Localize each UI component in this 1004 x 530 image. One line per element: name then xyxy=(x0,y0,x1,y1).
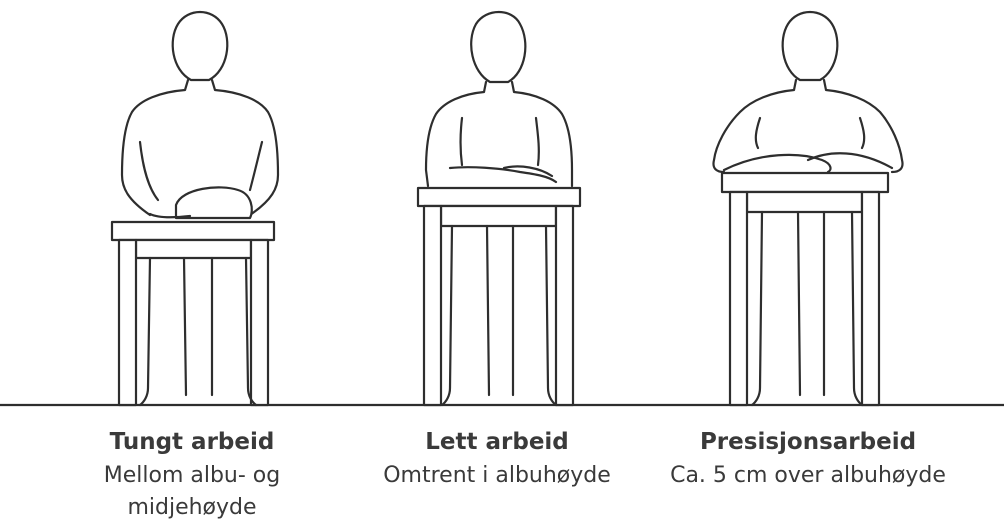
figure-light-work xyxy=(418,12,580,405)
caption-description: Ca. 5 cm over albuhøyde xyxy=(658,460,958,492)
figure-heavy-work xyxy=(112,12,278,405)
head xyxy=(471,12,525,82)
table-top-precision xyxy=(722,173,888,192)
caption-description: Omtrent i albuhøyde xyxy=(347,460,647,492)
caption-heavy-work: Tungt arbeid Mellom albu- og midjehøyde xyxy=(42,428,342,524)
figure-precision-work xyxy=(713,12,902,405)
caption-title: Lett arbeid xyxy=(347,428,647,456)
head xyxy=(783,12,838,80)
caption-light-work: Lett arbeid Omtrent i albuhøyde xyxy=(347,428,647,492)
caption-description: Mellom albu- og midjehøyde xyxy=(42,460,342,524)
head xyxy=(173,12,228,80)
caption-precision-work: Presisjonsarbeid Ca. 5 cm over albuhøyde xyxy=(658,428,958,492)
torso-outline xyxy=(426,82,486,186)
table-top-light xyxy=(418,188,580,206)
workpiece xyxy=(176,187,252,218)
caption-title: Presisjonsarbeid xyxy=(658,428,958,456)
caption-title: Tungt arbeid xyxy=(42,428,342,456)
table-top-heavy xyxy=(112,222,274,240)
